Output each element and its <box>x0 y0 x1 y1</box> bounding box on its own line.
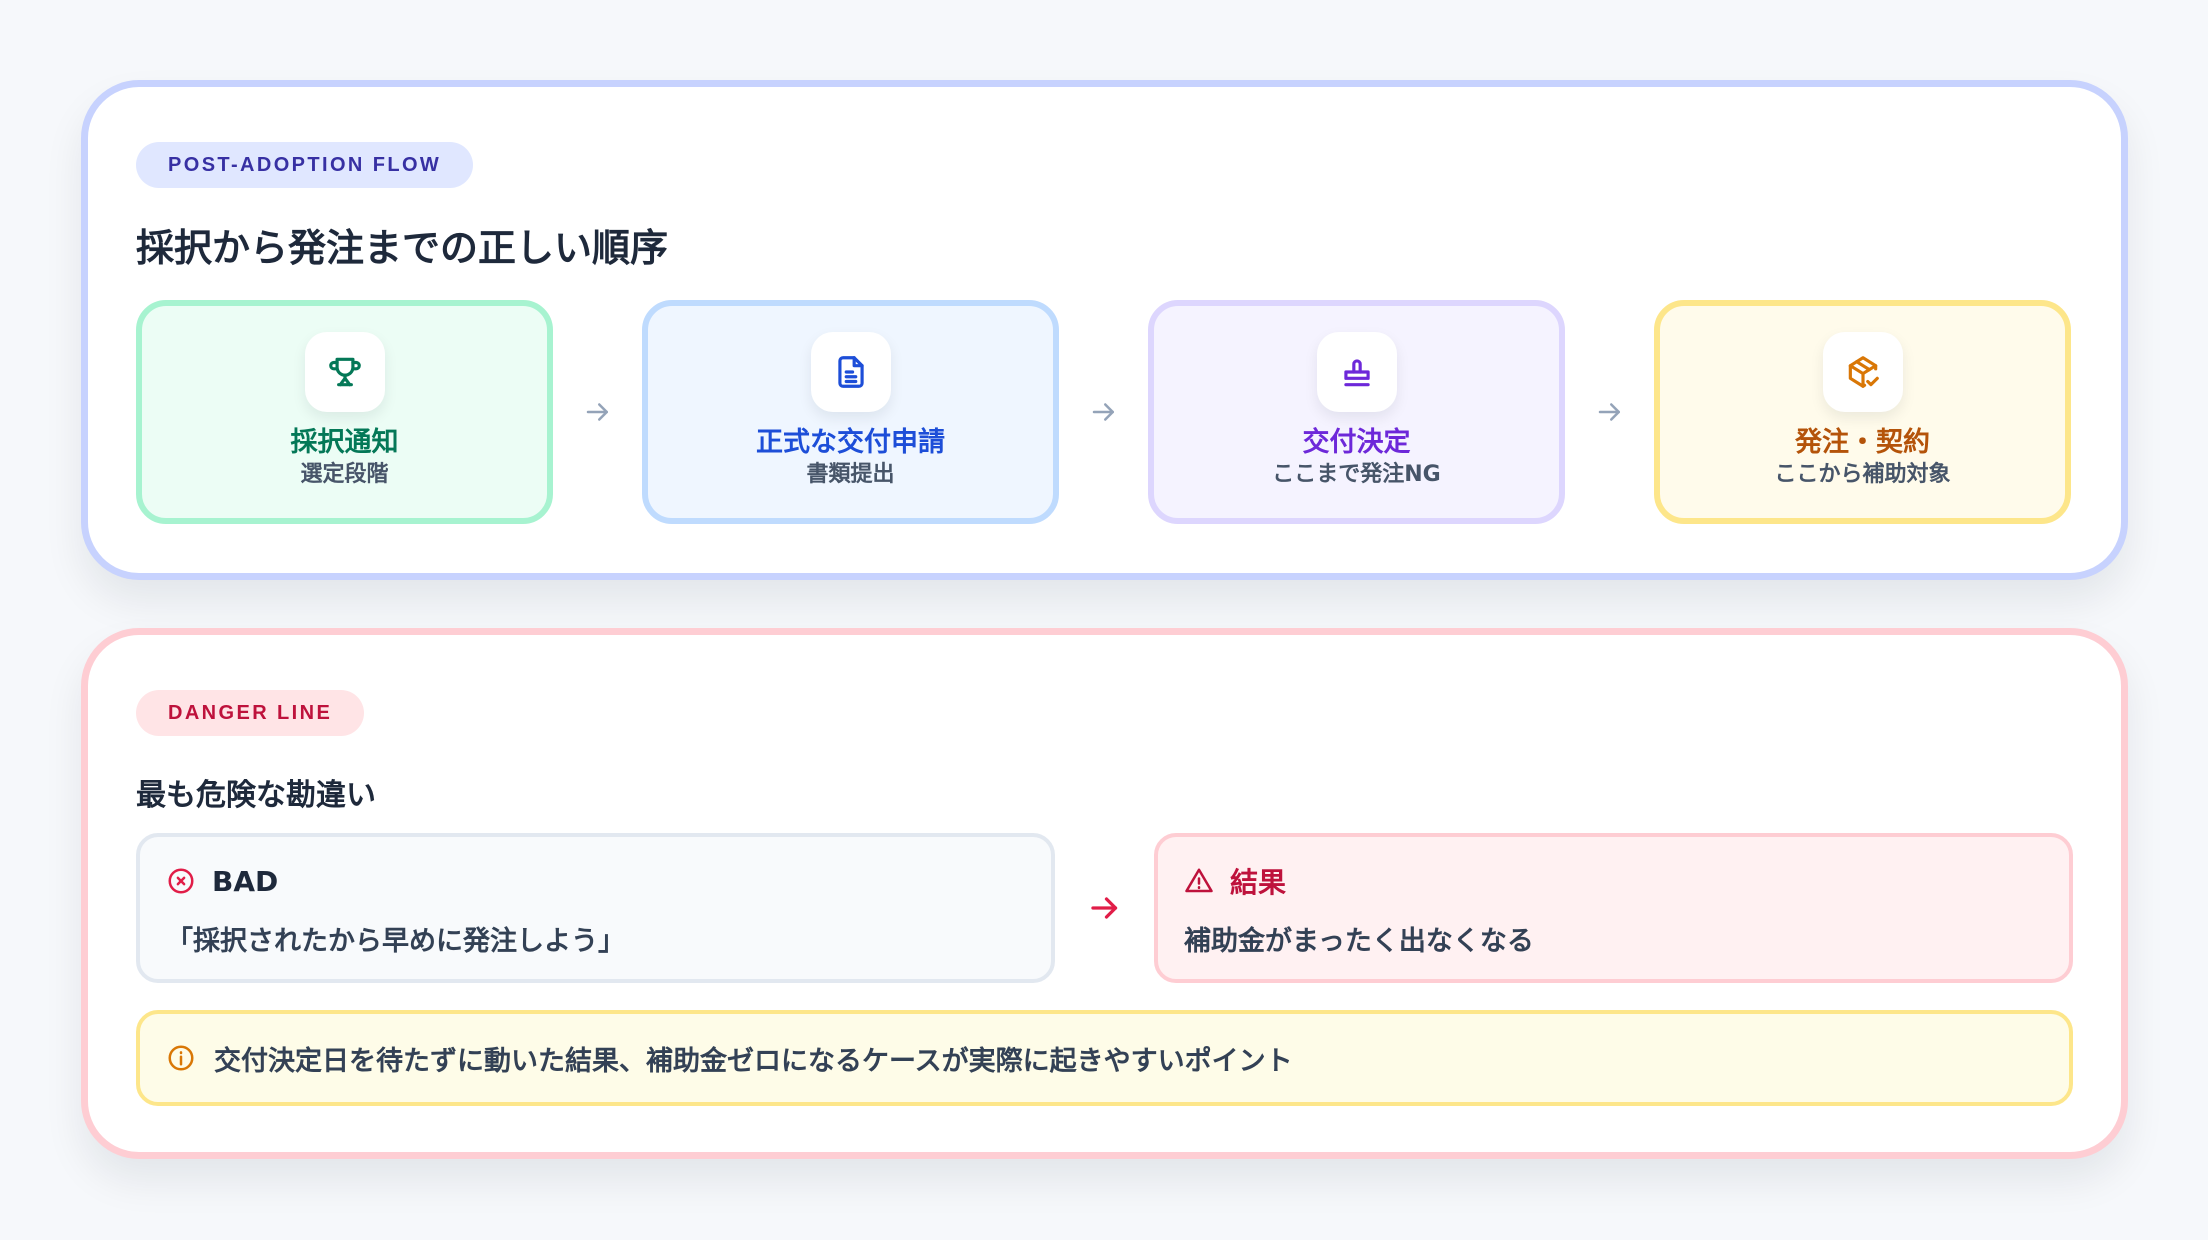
result-heading: 結果 <box>1230 866 1287 899</box>
x-circle-icon <box>168 868 194 894</box>
danger-title: 最も危険な勘違い <box>136 778 376 813</box>
bad-text: 「採択されたから早めに発注しよう」 <box>166 926 625 957</box>
section-badge: DANGER LINE <box>136 690 365 736</box>
step-label: 採択通知 <box>290 427 399 458</box>
arrow-right-icon <box>1059 397 1148 427</box>
bad-example-box: BAD 「採択されたから早めに発注しよう」 <box>136 833 1055 983</box>
note-text: 交付決定日を待たずに動いた結果、補助金ゼロになるケースが実際に起きやすいポイント <box>214 1045 1293 1077</box>
post-adoption-flow-panel: POST-ADOPTION FLOW 採択から発注までの正しい順序 採択通知 選… <box>81 80 2128 580</box>
result-text: 補助金がまったく出なくなる <box>1184 926 1534 957</box>
step-sub: 選定段階 <box>300 462 389 487</box>
danger-line-panel: DANGER LINE 最も危険な勘違い BAD 「採択されたから早めに発注しよ… <box>81 628 2128 1159</box>
bad-heading: BAD <box>212 864 279 898</box>
flow-steps: 採択通知 選定段階 正式な交付申請 書類提出 <box>136 300 2073 524</box>
step-sub: ここから補助対象 <box>1774 462 1951 487</box>
warning-triangle-icon <box>1185 868 1213 893</box>
caution-note: 交付決定日を待たずに動いた結果、補助金ゼロになるケースが実際に起きやすいポイント <box>136 1010 2073 1106</box>
arrow-right-icon <box>553 397 642 427</box>
arrow-right-icon <box>1565 397 1654 427</box>
misconception-comparison: BAD 「採択されたから早めに発注しよう」 結果 補助金がまったく出なくなる <box>136 833 2073 983</box>
step-label: 発注・契約 <box>1795 427 1930 458</box>
step-sub: 書類提出 <box>806 462 895 487</box>
step-label: 交付決定 <box>1302 427 1411 458</box>
flow-title: 採択から発注までの正しい順序 <box>136 226 669 270</box>
info-circle-icon <box>168 1045 194 1071</box>
arrow-right-icon <box>1055 833 1154 983</box>
step-label: 正式な交付申請 <box>756 427 945 458</box>
step-grant-decision: 交付決定 ここまで発注NG <box>1148 300 1565 524</box>
package-check-icon <box>1822 332 1903 412</box>
step-grant-application: 正式な交付申請 書類提出 <box>642 300 1059 524</box>
stamp-icon <box>1316 332 1397 412</box>
section-badge: POST-ADOPTION FLOW <box>136 142 474 188</box>
step-order-contract: 発注・契約 ここから補助対象 <box>1654 300 2071 524</box>
step-adoption-notice: 採択通知 選定段階 <box>136 300 553 524</box>
document-icon <box>810 332 891 412</box>
trophy-icon <box>304 332 385 412</box>
step-sub: ここまで発注NG <box>1272 462 1441 487</box>
result-box: 結果 補助金がまったく出なくなる <box>1154 833 2073 983</box>
